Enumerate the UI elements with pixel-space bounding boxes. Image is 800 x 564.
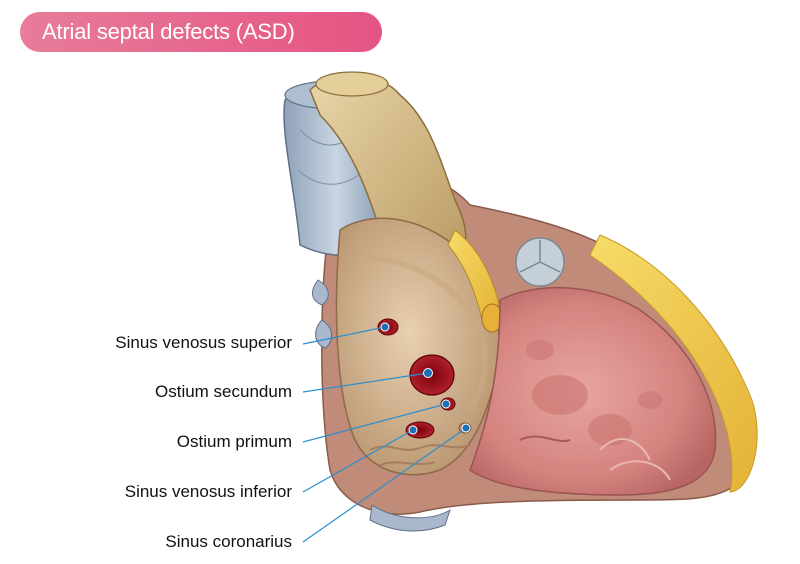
marker-dot-ostium-secundum <box>423 368 433 378</box>
leader-lines <box>302 326 467 543</box>
title-badge: Atrial septal defects (ASD) <box>20 12 382 52</box>
marker-dot-sinus-venosus-superior <box>380 322 390 332</box>
ventricle <box>469 286 717 496</box>
inferior-vena-cava <box>369 504 451 532</box>
label-ostium-secundum: Ostium secundum <box>155 382 292 401</box>
pulmonary-valve <box>515 237 565 287</box>
leader-line-ostium-primum <box>302 403 447 443</box>
vessel-stub <box>312 279 329 306</box>
coronary-fat-band <box>447 229 503 333</box>
marker-dot-ostium-primum <box>441 399 451 409</box>
leader-line-ostium-secundum <box>302 372 429 393</box>
marker-dot-sinus-coronarius <box>461 423 471 433</box>
leader-line-sinus-venosus-superior <box>302 326 386 345</box>
label-sinus-coronarius: Sinus coronarius <box>165 532 292 551</box>
leader-line-sinus-coronarius <box>302 427 467 543</box>
aorta <box>309 71 467 267</box>
label-sinus-venosus-superior: Sinus venosus superior <box>115 333 292 352</box>
marker-dots <box>380 322 471 435</box>
diagram-title: Atrial septal defects (ASD) <box>42 19 295 44</box>
leader-line-sinus-venosus-inferior <box>302 429 414 493</box>
label-sinus-venosus-inferior: Sinus venosus inferior <box>124 482 292 501</box>
marker-dot-sinus-venosus-inferior <box>408 425 418 435</box>
label-ostium-primum: Ostium primum <box>176 432 292 451</box>
